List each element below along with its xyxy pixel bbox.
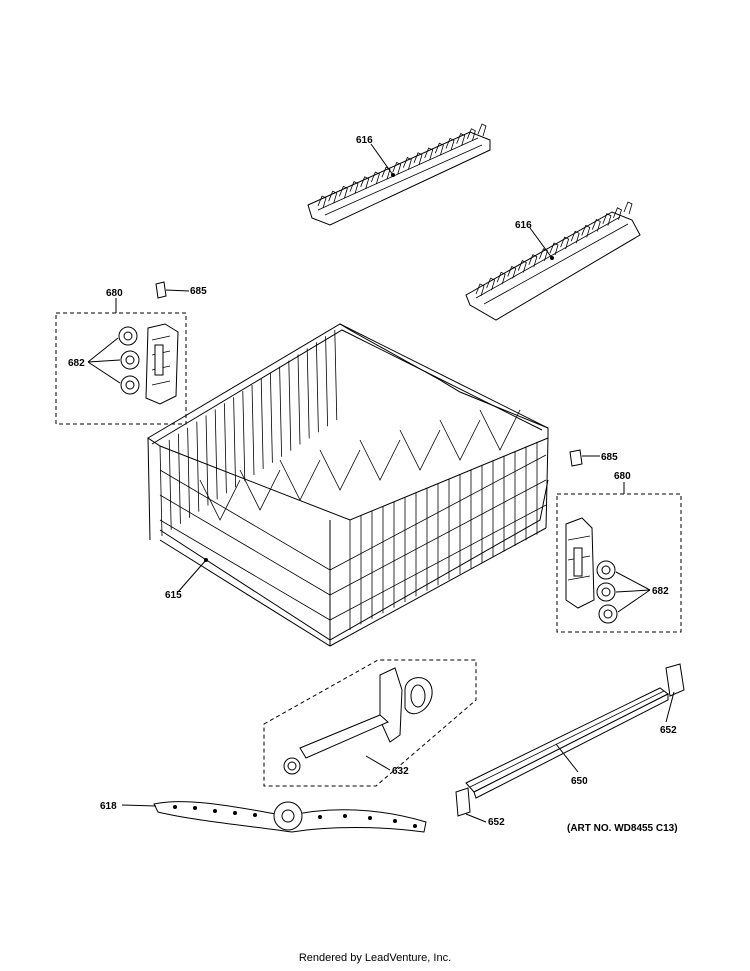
callout-615: 615 [165,590,182,601]
callout-680-right: 680 [614,471,631,482]
roller-carrier-left[interactable] [145,323,179,405]
tine-row-616-upper[interactable] [307,123,491,226]
callout-616-upper: 616 [356,135,373,146]
callout-680-left: 680 [106,288,123,299]
tine-row-616-lower[interactable] [465,201,641,321]
callout-682-right: 682 [652,586,669,597]
lower-spray-arm-618[interactable] [153,801,427,833]
rack-rail-650[interactable] [465,687,669,799]
callout-682-left: 682 [68,358,85,369]
assembly-box-680-left [55,312,187,425]
callout-685-upper: 685 [190,286,207,297]
roller-wheels-left[interactable] [118,326,140,395]
callout-650: 650 [571,776,588,787]
callout-652-lower: 652 [488,817,505,828]
footer-credit: Rendered by LeadVenture, Inc. [298,952,452,964]
roller-wheels-right[interactable] [596,560,618,624]
callout-616-lower: 616 [515,220,532,231]
rail-stop-652-upper[interactable] [665,663,685,697]
callout-618: 618 [100,801,117,812]
art-number: (ART NO. WD8455 C13) [567,823,678,834]
callout-632: 632 [392,766,409,777]
clip-685-lower[interactable] [569,449,583,467]
spray-arm-manifold-632[interactable] [283,667,433,775]
assembly-box-680-right [556,493,682,633]
assembly-box-632 [263,659,477,787]
clip-685-upper[interactable] [155,281,167,299]
upper-rack-615[interactable] [147,323,549,647]
rail-stop-652-lower[interactable] [455,787,471,817]
callout-685-lower: 685 [601,452,618,463]
roller-carrier-right[interactable] [565,517,595,609]
callout-652-upper: 652 [660,725,677,736]
